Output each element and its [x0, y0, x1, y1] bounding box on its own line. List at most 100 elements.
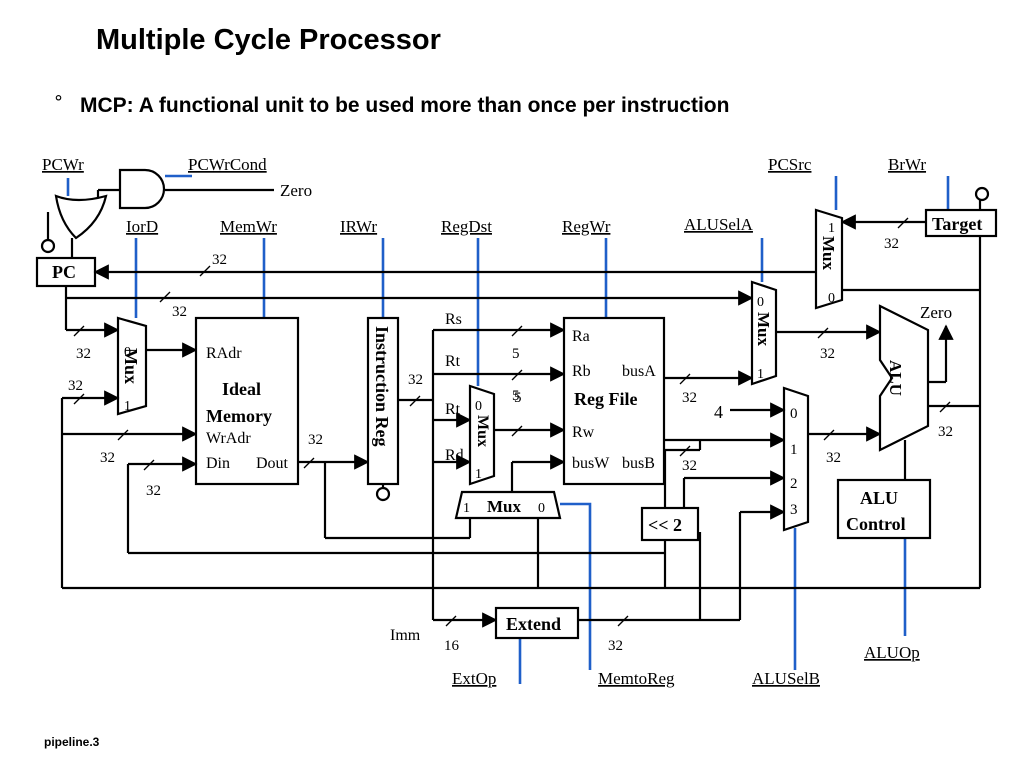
and-gate: [118, 168, 166, 210]
regfile-busb: busB: [622, 455, 655, 472]
memtoreg-label: MemtoReg: [598, 669, 675, 688]
pc-label: PC: [52, 262, 76, 282]
aluselB-in1: 1: [790, 442, 798, 458]
bullet-symbol: °: [54, 92, 63, 113]
reg-file: [562, 316, 666, 486]
regdst-label: RegDst: [441, 217, 492, 236]
target-clock-bubble: [974, 186, 990, 202]
aluselA-mux: [750, 280, 778, 386]
pc-enable-bubble: [40, 238, 56, 254]
w32-iord-in: 32: [76, 346, 91, 362]
extend-unit: [494, 606, 580, 640]
aluselA-label: ALUSelA: [684, 215, 754, 234]
extop-label: ExtOp: [452, 669, 496, 688]
zero-label-top: Zero: [280, 181, 312, 200]
const-four: 4: [714, 402, 723, 422]
aluselB-mux: [782, 386, 810, 532]
regfile-name: Reg File: [574, 389, 637, 409]
w32-ir: 32: [408, 372, 423, 388]
shift-left-2: [640, 506, 700, 542]
memtoreg-mux: [454, 490, 562, 520]
ir-clock-bubble: [375, 486, 391, 502]
w5-ra: 5: [512, 346, 520, 362]
memory-dout: Dout: [256, 455, 289, 472]
aluop-label: ALUOp: [864, 643, 920, 662]
alu-label: ALU: [886, 360, 905, 396]
w32-pc: 32: [212, 252, 227, 268]
w5-rw: 5: [514, 390, 522, 406]
w32-busa: 32: [682, 390, 697, 406]
w32-din: 32: [146, 483, 161, 499]
w32-aluA: 32: [820, 346, 835, 362]
regdst-mux-in1: 1: [475, 467, 482, 482]
memwr-label: MemWr: [220, 217, 277, 236]
memory-din: Din: [206, 455, 230, 472]
w32-pcbus: 32: [172, 304, 187, 320]
w32-wradr: 32: [100, 450, 115, 466]
shift-label: << 2: [648, 515, 682, 535]
brwr-label: BrWr: [888, 155, 926, 174]
aluselA-in1: 1: [757, 367, 764, 382]
regfile-rw: Rw: [572, 424, 595, 441]
pcsrc-label: PCSrc: [768, 155, 812, 174]
iord-mux: [116, 316, 148, 416]
alu-control-2: Control: [846, 514, 906, 534]
pcsrc-in0: 0: [828, 291, 835, 306]
w32-dout: 32: [308, 432, 323, 448]
aluselB-in0: 0: [790, 406, 798, 422]
regfile-busw: busW: [572, 455, 610, 472]
slide-title: Multiple Cycle Processor: [96, 24, 441, 56]
aluselB-label: ALUSelB: [752, 669, 820, 688]
w5-rb: 5: [512, 388, 520, 404]
or-gate: [54, 194, 108, 240]
instruction-reg-label: Instruction Reg: [372, 326, 392, 447]
zero-label-alu: Zero: [920, 303, 952, 322]
w32-iord-in1: 32: [68, 378, 83, 394]
aluselB-in3: 3: [790, 502, 798, 518]
w16-imm: 16: [444, 638, 460, 654]
imm-label: Imm: [390, 627, 421, 644]
regfile-ra: Ra: [572, 328, 590, 345]
memory-name-1: Ideal: [222, 379, 261, 399]
w32-extend: 32: [608, 638, 623, 654]
regfile-busa: busA: [622, 363, 656, 380]
memory-wradr: WrAdr: [206, 430, 251, 447]
memory-radr: RAdr: [206, 345, 242, 362]
alu-control: [836, 478, 932, 540]
rs-label: Rs: [445, 311, 462, 328]
w32-target: 32: [884, 236, 899, 252]
memory-name-2: Memory: [206, 406, 272, 426]
rt-label-2: Rt: [445, 401, 461, 418]
memtoreg-mux-in1: 1: [463, 501, 470, 516]
pcsrc-in1: 1: [828, 221, 835, 236]
footer-label: pipeline.3: [44, 735, 100, 749]
extend-label: Extend: [506, 614, 561, 634]
alu: [878, 304, 930, 452]
pc-register: [35, 256, 97, 288]
w32-aluout: 32: [938, 424, 953, 440]
target-register: [924, 208, 998, 238]
memtoreg-mux-label: Mux: [487, 497, 522, 516]
regfile-rb: Rb: [572, 363, 591, 380]
regwr-label: RegWr: [562, 217, 611, 236]
memtoreg-mux-in0: 0: [538, 501, 545, 516]
aluselA-in0: 0: [757, 295, 764, 310]
pcsrc-mux: [814, 208, 844, 310]
aluselB-in2: 2: [790, 476, 798, 492]
irwr-label: IRWr: [340, 217, 377, 236]
iord-mux-label: Mux: [121, 348, 141, 384]
pcsrc-mux-label: Mux: [819, 236, 838, 271]
bullet-text: MCP: A functional unit to be used more t…: [80, 94, 730, 117]
aluselA-mux-label: Mux: [754, 312, 773, 347]
pcwrcond-label: PCWrCond: [188, 155, 267, 174]
control-lines: [66, 174, 950, 684]
pcwr-label: PCWr: [42, 155, 84, 174]
target-label: Target: [932, 214, 982, 234]
ideal-memory: [194, 316, 300, 486]
rt-label-1: Rt: [445, 353, 461, 370]
regdst-mux-label: Mux: [474, 415, 491, 447]
w32-busb: 32: [682, 458, 697, 474]
rd-label: Rd: [445, 447, 464, 464]
